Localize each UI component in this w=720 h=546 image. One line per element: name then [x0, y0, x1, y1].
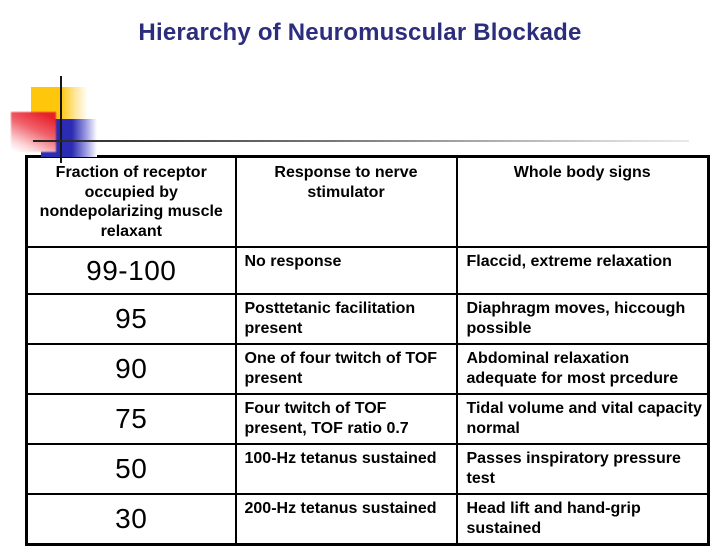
response-cell: Posttetanic facilitation present: [234, 293, 458, 346]
response-cell: 200-Hz tetanus sustained: [234, 493, 458, 546]
slide-title: Hierarchy of Neuromuscular Blockade: [138, 19, 582, 46]
table-body: 99-100 No response Flaccid, extreme rela…: [25, 246, 710, 546]
header-signs-cell: Whole body signs: [455, 155, 710, 249]
signs-cell: Tidal volume and vital capacity normal: [455, 393, 710, 446]
yellow-square: [31, 87, 88, 120]
vertical-line: [60, 76, 62, 163]
fraction-cell: 95: [25, 293, 237, 346]
response-cell: No response: [234, 246, 458, 296]
header-row: Fraction of receptor occupied by nondepo…: [25, 155, 710, 249]
signs-cell: Passes inspiratory pressure test: [455, 443, 710, 496]
response-cell: Four twitch of TOF present, TOF ratio 0.…: [234, 393, 458, 446]
table-row: 50 100-Hz tetanus sustained Passes inspi…: [25, 443, 710, 496]
fraction-cell: 75: [25, 393, 237, 446]
fraction-cell: 30: [25, 493, 237, 546]
header-fraction-cell: Fraction of receptor occupied by nondepo…: [25, 155, 237, 249]
table-row: 75 Four twitch of TOF present, TOF ratio…: [25, 393, 710, 446]
signs-cell: Head lift and hand-grip sustained: [455, 493, 710, 546]
response-cell: One of four twitch of TOF present: [234, 343, 458, 396]
table-row: 95 Posttetanic facilitation present Diap…: [25, 293, 710, 346]
fraction-cell: 50: [25, 443, 237, 496]
fraction-cell: 90: [25, 343, 237, 396]
horizontal-gradient-line: [33, 140, 689, 142]
table-row: 30 200-Hz tetanus sustained Head lift an…: [25, 493, 710, 546]
table-row: 99-100 No response Flaccid, extreme rela…: [25, 246, 710, 296]
table-row: 90 One of four twitch of TOF present Abd…: [25, 343, 710, 396]
red-square: [11, 112, 56, 152]
blue-square: [41, 119, 97, 157]
signs-cell: Flaccid, extreme relaxation: [455, 246, 710, 296]
signs-cell: Abdominal relaxation adequate for most p…: [455, 343, 710, 396]
blockade-table: Fraction of receptor occupied by nondepo…: [25, 155, 710, 546]
response-cell: 100-Hz tetanus sustained: [234, 443, 458, 496]
fraction-cell: 99-100: [25, 246, 237, 296]
header-response-cell: Response to nerve stimulator: [234, 155, 458, 249]
signs-cell: Diaphragm moves, hiccough possible: [455, 293, 710, 346]
